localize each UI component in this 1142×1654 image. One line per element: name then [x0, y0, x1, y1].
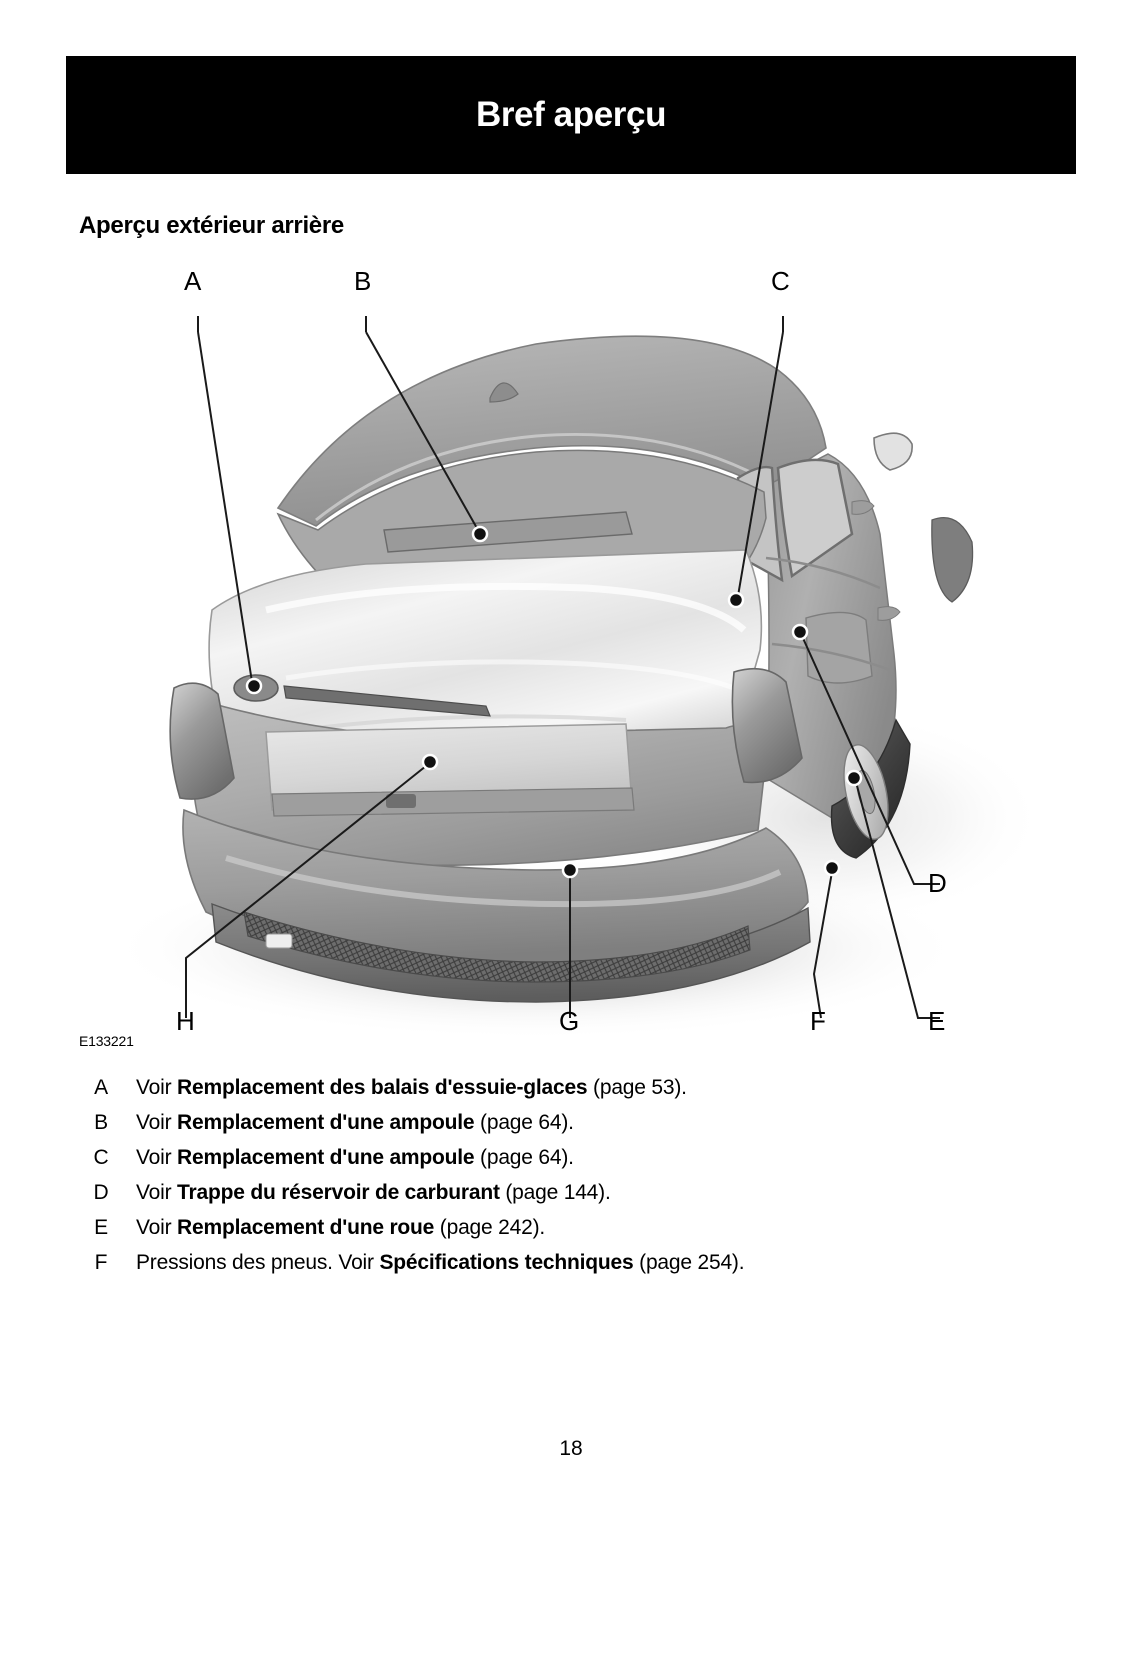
car-roof: [276, 335, 827, 527]
legend-pre-b: Voir: [136, 1111, 178, 1134]
legend-key-a: A: [94, 1076, 108, 1099]
legend-key-e: E: [94, 1216, 108, 1239]
legend-key-c: C: [93, 1146, 109, 1169]
legend-pre-c: Voir: [136, 1146, 178, 1169]
callout-label-B: B: [354, 266, 372, 296]
legend-item-c: C Voir Remplacement d'une ampoule (page …: [66, 1146, 1076, 1170]
legend-pre-f: Pressions des pneus. Voir: [136, 1251, 380, 1274]
callout-label-E: E: [928, 1006, 946, 1036]
vehicle-rear-diagram: A B C D E F G H: [66, 258, 1076, 1058]
callout-label-G: G: [559, 1006, 580, 1036]
legend-pre-e: Voir: [136, 1216, 178, 1239]
legend-text-a: Voir Remplacement des balais d'essuie-gl…: [136, 1076, 1076, 1100]
legend-key-b: B: [94, 1111, 108, 1134]
bumper-mesh-grille: [243, 911, 751, 983]
legend-bold-b: Remplacement d'une ampoule: [177, 1111, 475, 1134]
tailgate-handle-strip: [271, 787, 635, 817]
car-illustration: [169, 335, 974, 1003]
page-number: 18: [559, 1437, 583, 1460]
legend-bold-a: Remplacement des balais d'essuie-glaces: [177, 1076, 588, 1099]
door-handle-rear: [851, 500, 875, 515]
legend-post-f: (page 254).: [633, 1251, 745, 1274]
legend-key-d: D: [93, 1181, 109, 1204]
legend-item-a: A Voir Remplacement des balais d'essuie-…: [66, 1076, 1076, 1100]
legend-post-d: (page 144).: [499, 1181, 611, 1204]
tail-lamp-left: [169, 682, 235, 800]
callout-label-A: A: [184, 266, 202, 296]
callout-leader-lines: [185, 316, 940, 1019]
legend-text-f: Pressions des pneus. Voir Spécifications…: [136, 1251, 1076, 1275]
callout-label-D: D: [928, 868, 947, 898]
callout-label-H: H: [176, 1006, 195, 1036]
legend-item-e: E Voir Remplacement d'une roue (page 242…: [66, 1216, 1076, 1240]
section-heading: Aperçu extérieur arrière: [79, 212, 344, 239]
legend-post-b: (page 64).: [474, 1111, 574, 1134]
legend-item-f: F Pressions des pneus. Voir Spécificatio…: [66, 1251, 1076, 1275]
legend-list: A Voir Remplacement des balais d'essuie-…: [66, 1076, 1076, 1286]
legend-item-b: B Voir Remplacement d'une ampoule (page …: [66, 1111, 1076, 1135]
legend-text-b: Voir Remplacement d'une ampoule (page 64…: [136, 1111, 1076, 1135]
page-header-banner: Bref aperçu: [66, 56, 1076, 174]
legend-pre-d: Voir: [136, 1181, 178, 1204]
legend-post-c: (page 64).: [474, 1146, 574, 1169]
roof-antenna: [489, 382, 519, 403]
legend-bold-e: Remplacement d'une roue: [177, 1216, 435, 1239]
legend-bold-d: Trappe du réservoir de carburant: [177, 1181, 500, 1204]
front-wheel: [931, 516, 974, 603]
door-handle-front: [877, 606, 901, 621]
bumper-reflector: [265, 933, 293, 949]
page-title: Bref aperçu: [475, 95, 667, 134]
legend-post-e: (page 242).: [434, 1216, 546, 1239]
callout-label-C: C: [771, 266, 790, 296]
legend-bold-c: Remplacement d'une ampoule: [177, 1146, 475, 1169]
rear-side-window: [776, 458, 854, 579]
side-mirror: [873, 432, 913, 471]
legend-post-a: (page 53).: [587, 1076, 687, 1099]
figure-code: E133221: [79, 1033, 134, 1049]
tail-lamp-right: [731, 667, 803, 784]
fuel-filler-flap: [805, 611, 873, 684]
legend-text-d: Voir Trappe du réservoir de carburant (p…: [136, 1181, 1076, 1205]
callout-label-F: F: [810, 1006, 826, 1036]
legend-text-e: Voir Remplacement d'une roue (page 242).: [136, 1216, 1076, 1240]
legend-pre-a: Voir: [136, 1076, 178, 1099]
legend-bold-f: Spécifications techniques: [379, 1251, 634, 1274]
high-mount-stop-lamp: [383, 511, 633, 553]
legend-key-f: F: [94, 1251, 108, 1274]
legend-text-c: Voir Remplacement d'une ampoule (page 64…: [136, 1146, 1076, 1170]
legend-item-d: D Voir Trappe du réservoir de carburant …: [66, 1181, 1076, 1205]
